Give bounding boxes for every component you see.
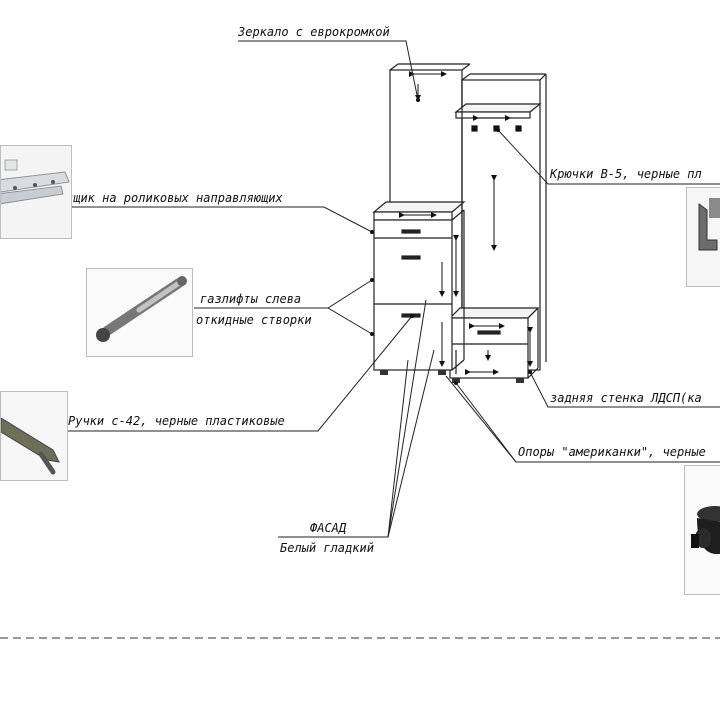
label-mirror: Зеркало с еврокромкой [238, 25, 390, 39]
hat-shelf [454, 103, 542, 113]
label-hooks: Крючки В-5, черные пл [550, 167, 702, 181]
cabinet-top [372, 201, 466, 213]
label-handles: Ручки с-42, черные пластиковые [68, 414, 285, 428]
hook-b5-image [686, 187, 720, 287]
motion-arrows [399, 71, 533, 375]
label-drawer: ящик на роликовых направляющих [66, 191, 283, 205]
gas-lift-image [86, 268, 193, 357]
leader-dots [370, 98, 532, 385]
support-foot-image [684, 465, 720, 595]
handle-c42-image [0, 391, 68, 481]
label-gaslift-1: газлифты слева [200, 292, 302, 306]
feet [380, 370, 524, 383]
hallway-unit [372, 63, 547, 383]
bench-block [449, 317, 529, 379]
label-gaslift-2: откидные створки [196, 313, 312, 327]
leader-lines [60, 40, 720, 538]
label-back-wall: задняя стенка ЛДСП(ка [550, 391, 702, 405]
roller-rail-image [0, 145, 72, 239]
label-supports: Опоры "американки", черные [518, 445, 706, 459]
label-facade: ФАСАД [310, 521, 347, 535]
label-facade-color: Белый гладкий [280, 541, 374, 555]
